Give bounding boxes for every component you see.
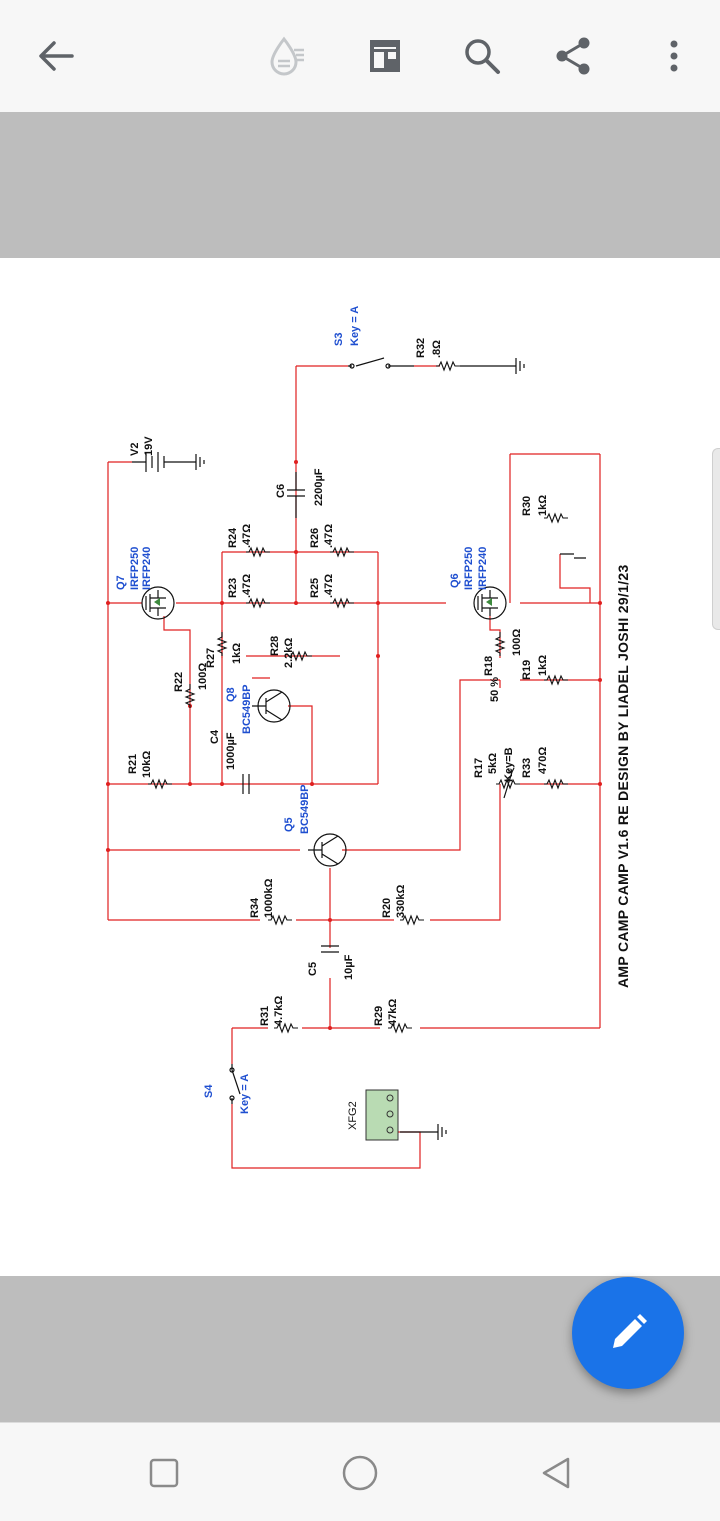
label-xfg2-ref: XFG2 (347, 1101, 359, 1130)
label-r18-value: 100Ω (511, 629, 523, 656)
label-s3-ref: S3 (333, 333, 345, 346)
junctions (106, 460, 602, 1030)
label-r24-ref: R24 (227, 527, 239, 548)
label-q8-part: BC549BP (241, 684, 253, 734)
home-icon[interactable] (330, 1443, 390, 1503)
document-page[interactable]: V2 19V Q7 IRFP250 IRFP240 C6 2200µF R24 … (0, 258, 720, 1276)
label-r34-value: 1000kΩ (263, 878, 275, 918)
label-r26-value: .47Ω (323, 524, 335, 548)
label-r32-ref: R32 (415, 338, 427, 358)
top-toolbar (0, 0, 720, 113)
label-r17-ref: R17 (473, 758, 485, 778)
search-icon[interactable] (452, 26, 512, 86)
ink-drop-icon[interactable] (256, 26, 316, 86)
label-c5-value: 10µF (343, 954, 355, 980)
label-r21-value: 10kΩ (141, 751, 153, 778)
label-q8-ref: Q8 (225, 687, 237, 702)
label-r23-value: .47Ω (241, 574, 253, 598)
label-q5-part: BC549BP (299, 784, 311, 834)
viewer-background-top (0, 112, 720, 258)
label-c4-value: 1000µF (225, 732, 237, 770)
more-vert-icon[interactable] (644, 26, 704, 86)
label-c6-ref: C6 (275, 484, 287, 498)
back-triangle-icon[interactable] (526, 1443, 586, 1503)
label-r19-value: 1kΩ (537, 655, 549, 676)
label-c4-ref: C4 (209, 729, 221, 744)
label-r32-value: .8Ω (431, 340, 443, 358)
label-s4-key: Key = A (239, 1074, 251, 1114)
label-r24-value: .47Ω (241, 524, 253, 548)
label-r25-value: .47Ω (323, 574, 335, 598)
label-r31-value: 4.7kΩ (273, 996, 285, 1026)
label-r20-value: 330kΩ (395, 885, 407, 918)
label-r19-ref: R19 (521, 660, 533, 680)
label-q5-ref: Q5 (283, 817, 295, 832)
label-r30-value: 1kΩ (537, 495, 549, 516)
label-r27-ref: R27 (205, 648, 217, 668)
label-q6-ref: Q6 (449, 573, 461, 588)
label-r17-pct: 50 % (489, 677, 501, 702)
edit-fab-button[interactable] (572, 1277, 684, 1389)
mosfet-body-arrows (154, 598, 492, 606)
label-q7-part1: IRFP250 (129, 547, 141, 590)
label-q7-ref: Q7 (115, 575, 127, 590)
back-arrow-icon[interactable] (26, 26, 86, 86)
label-r26-ref: R26 (309, 528, 321, 548)
label-s4-ref: S4 (203, 1084, 215, 1098)
label-r22-ref: R22 (173, 672, 185, 692)
label-v2-ref: V2 (129, 443, 141, 456)
label-r27-value: 1kΩ (231, 643, 243, 664)
schematic-drawing: V2 19V Q7 IRFP250 IRFP240 C6 2200µF R24 … (106, 306, 631, 1169)
label-q7-part2: IRFP240 (141, 547, 153, 590)
label-r17-value: 5kΩ (487, 753, 499, 774)
label-r20-ref: R20 (381, 898, 393, 918)
label-v2-value: 19V (143, 436, 155, 456)
label-r21-ref: R21 (127, 754, 139, 774)
components (132, 357, 586, 1140)
label-r29-ref: R29 (373, 1006, 385, 1026)
schematic-title: AMP CAMP CAMP V1.6 RE DESIGN BY LIADEL J… (615, 564, 631, 988)
label-c6-value: 2200µF (313, 468, 325, 506)
label-r17-key: Key=B (503, 747, 515, 782)
label-r28-ref: R28 (269, 636, 281, 656)
label-r23-ref: R23 (227, 578, 239, 598)
label-q6-part1: IRFP250 (463, 547, 475, 590)
label-r29-value: 47kΩ (387, 999, 399, 1026)
label-r25-ref: R25 (309, 578, 321, 598)
label-r28-value: 2.2kΩ (283, 638, 295, 668)
label-r33-value: 470Ω (537, 747, 549, 774)
label-c5-ref: C5 (307, 962, 319, 976)
edit-pencil-icon (613, 1314, 647, 1348)
label-r22-value: 100Ω (197, 663, 209, 690)
recent-apps-icon[interactable] (134, 1443, 194, 1503)
label-r30-ref: R30 (521, 496, 533, 516)
function-generator-xfg2[interactable] (365, 1089, 399, 1141)
label-r31-ref: R31 (259, 1006, 271, 1026)
label-s3-key: Key = A (349, 306, 361, 346)
share-icon[interactable] (544, 26, 604, 86)
scroll-handle[interactable] (712, 448, 720, 630)
page-layout-icon[interactable] (354, 26, 414, 86)
label-r18-ref: R18 (483, 656, 495, 676)
label-q6-part2: IRFP240 (477, 547, 489, 590)
label-r34-ref: R34 (249, 897, 261, 918)
label-r33-ref: R33 (521, 758, 533, 778)
system-nav-bar (0, 1422, 720, 1521)
